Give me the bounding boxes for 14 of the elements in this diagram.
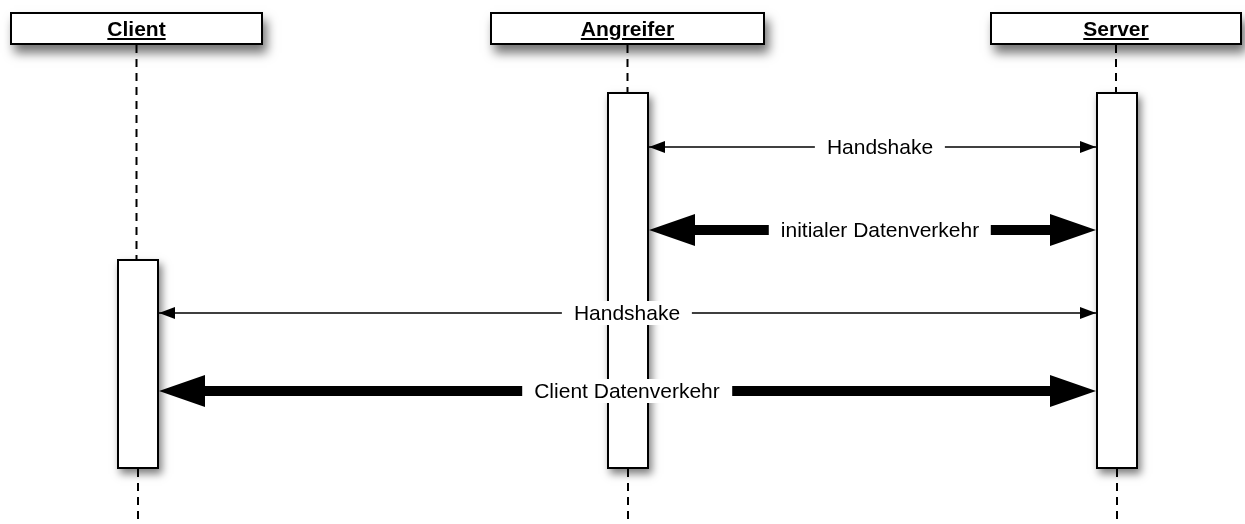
- participant-name: Server: [1083, 16, 1149, 41]
- edge-label: Handshake: [561, 301, 693, 325]
- message-arrow: [158, 307, 1097, 319]
- edge-label: Client Datenverkehr: [522, 379, 732, 403]
- participant-name: Angreifer: [580, 16, 675, 41]
- activation-bar: [117, 259, 159, 469]
- lifeline-header: [490, 12, 765, 45]
- lifeline: [135, 44, 138, 260]
- lifeline-header: [10, 12, 263, 45]
- participant-name: Client: [107, 16, 166, 41]
- activation-bar: [1096, 92, 1138, 469]
- lifeline-header: [990, 12, 1242, 45]
- lifeline: [626, 44, 629, 93]
- lifeline: [1115, 44, 1117, 93]
